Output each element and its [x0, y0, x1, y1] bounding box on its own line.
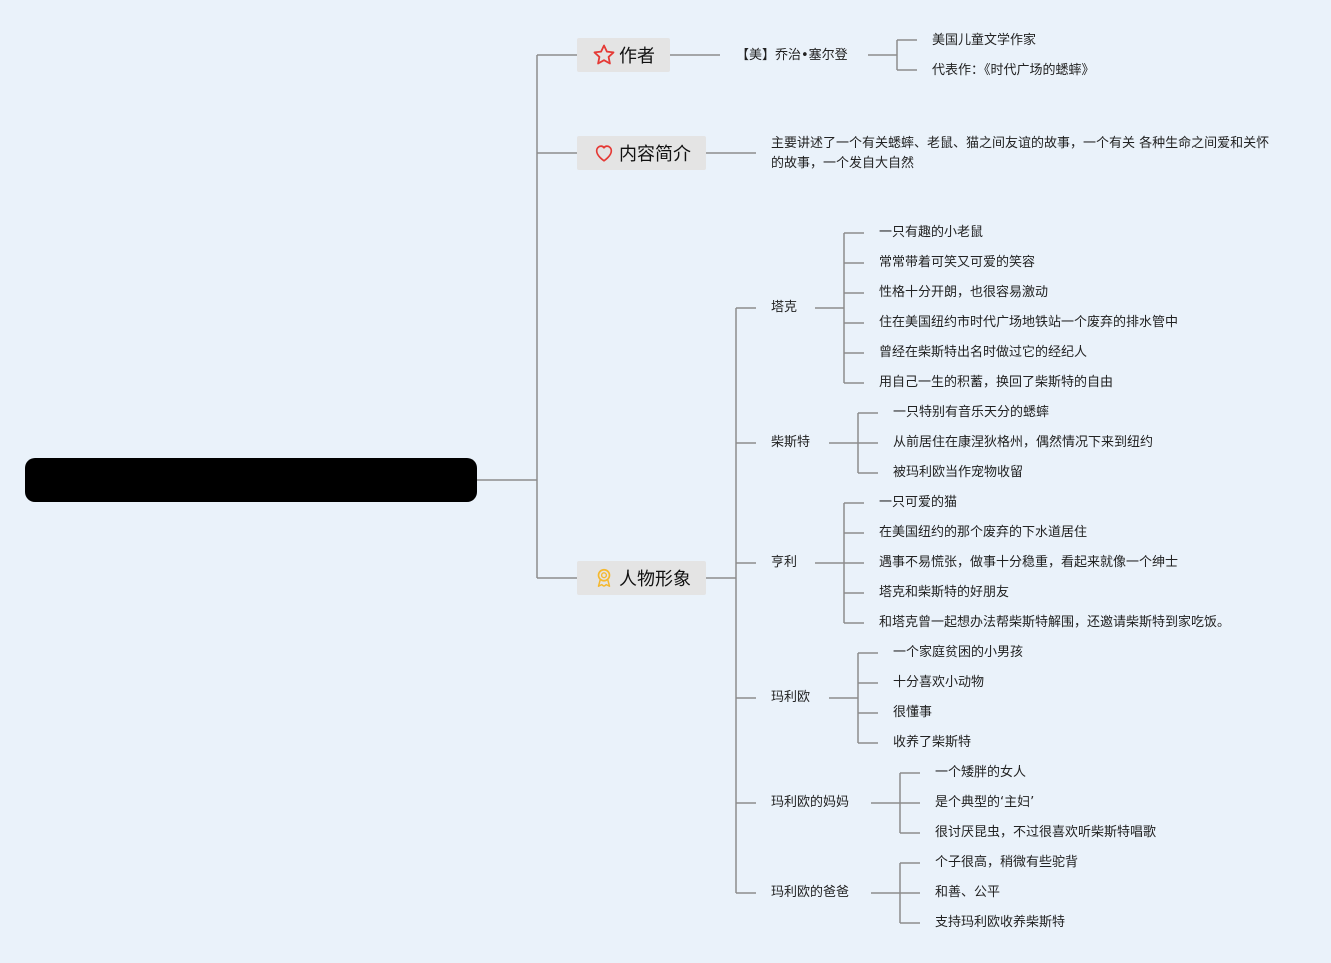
character-trait[interactable]: 性格十分开朗，也很容易激动	[879, 285, 1049, 300]
category-summary[interactable]: 内容简介	[577, 136, 706, 170]
character-trait[interactable]: 曾经在柴斯特出名时做过它的经纪人	[879, 345, 1088, 360]
character-name[interactable]: 玛利欧的爸爸	[771, 885, 850, 900]
author-name[interactable]: 【美】乔治•塞尔登	[736, 48, 848, 63]
character-trait[interactable]: 遇事不易慌张，做事十分稳重，看起来就像一个绅士	[879, 555, 1179, 570]
award-icon	[591, 565, 617, 591]
character-trait[interactable]: 收养了柴斯特	[893, 735, 972, 750]
character-trait[interactable]: 和塔克曾一起想办法帮柴斯特解围，还邀请柴斯特到家吃饭。	[879, 615, 1231, 630]
character-trait[interactable]: 一个家庭贫困的小男孩	[893, 645, 1024, 660]
character-trait[interactable]: 塔克和柴斯特的好朋友	[879, 585, 1010, 600]
character-trait[interactable]: 个子很高，稍微有些驼背	[935, 855, 1079, 870]
character-name[interactable]: 玛利欧	[771, 690, 811, 705]
category-author[interactable]: 作者	[577, 38, 670, 72]
character-trait[interactable]: 一只可爱的猫	[879, 495, 958, 510]
root-topic[interactable]	[25, 458, 477, 502]
character-name[interactable]: 亨利	[771, 555, 798, 570]
character-trait[interactable]: 是个典型的‘主妇’	[935, 795, 1035, 810]
character-trait[interactable]: 从前居住在康涅狄格州，偶然情况下来到纽约	[893, 435, 1154, 450]
character-trait[interactable]: 一只特别有音乐天分的蟋蟀	[893, 405, 1050, 420]
character-trait[interactable]: 很讨厌昆虫，不过很喜欢听柴斯特唱歌	[935, 825, 1157, 840]
character-name[interactable]: 塔克	[771, 300, 798, 315]
character-trait[interactable]: 一只有趣的小老鼠	[879, 225, 984, 240]
character-trait[interactable]: 被玛利欧当作宠物收留	[893, 465, 1024, 480]
character-trait[interactable]: 十分喜欢小动物	[893, 675, 985, 690]
summary-text[interactable]: 主要讲述了一个有关蟋蟀、老鼠、猫之间友谊的故事，一个有关 各种生命之间爱和关怀的…	[771, 136, 1270, 171]
author-detail[interactable]: 代表作：《时代广场的蟋蟀》	[932, 63, 1095, 78]
star-icon	[591, 42, 617, 68]
character-trait[interactable]: 在美国纽约的那个废弃的下水道居住	[879, 525, 1088, 540]
character-trait[interactable]: 很懂事	[893, 705, 933, 720]
category-characters-label: 人物形象	[619, 569, 691, 590]
character-trait[interactable]: 一个矮胖的女人	[935, 765, 1027, 780]
character-trait[interactable]: 常常带着可笑又可爱的笑容	[879, 255, 1036, 270]
category-author-label: 作者	[619, 46, 655, 67]
author-detail[interactable]: 美国儿童文学作家	[932, 33, 1037, 48]
character-trait[interactable]: 和善、公平	[935, 885, 1001, 900]
character-trait[interactable]: 用自己一生的积蓄，换回了柴斯特的自由	[879, 375, 1114, 390]
heart-icon	[591, 140, 617, 166]
character-trait[interactable]: 住在美国纽约市时代广场地铁站一个废弃的排水管中	[879, 315, 1179, 330]
category-characters[interactable]: 人物形象	[577, 561, 706, 595]
category-summary-label: 内容简介	[619, 144, 691, 165]
character-name[interactable]: 柴斯特	[771, 435, 811, 450]
character-name[interactable]: 玛利欧的妈妈	[771, 795, 850, 810]
character-trait[interactable]: 支持玛利欧收养柴斯特	[935, 915, 1066, 930]
